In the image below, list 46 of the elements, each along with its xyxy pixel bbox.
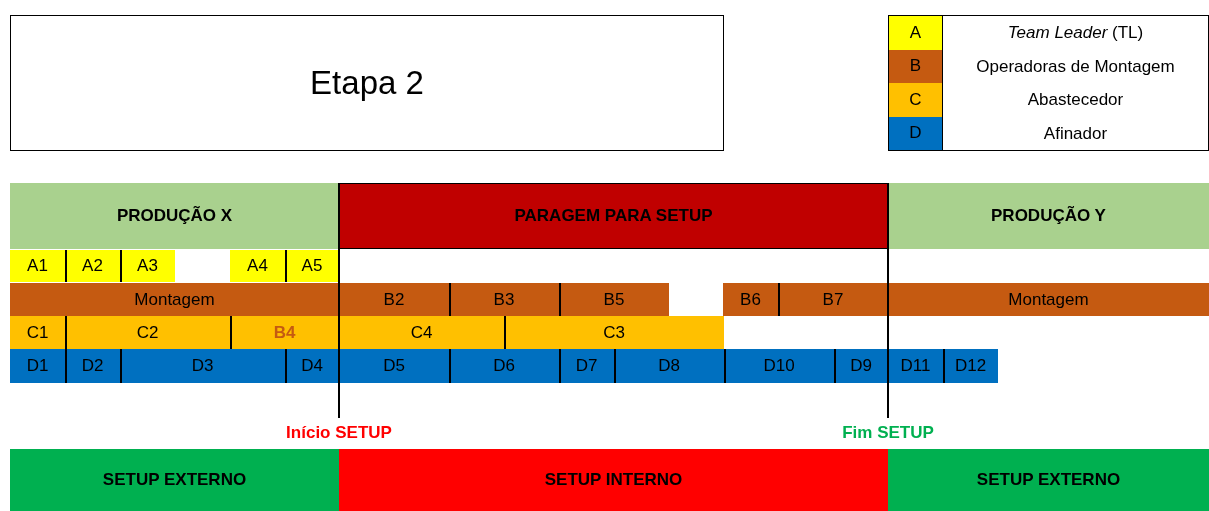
task-bar: C3 [504, 316, 724, 349]
phase-bar: PRODUÇÃO Y [888, 183, 1209, 249]
title: Etapa 2 [310, 64, 424, 102]
task-bar: D12 [943, 349, 998, 383]
task-bar: D4 [285, 349, 339, 383]
legend-swatch: B [889, 49, 943, 83]
task-bar: A2 [65, 250, 120, 282]
task-bar: A5 [285, 250, 339, 282]
phase-bar: PARAGEM PARA SETUP [339, 183, 888, 249]
task-bar: B7 [778, 283, 888, 316]
task-bar: B4 [230, 316, 339, 349]
setup-bar: SETUP EXTERNO [10, 449, 339, 511]
milestone-label: Início SETUP [286, 423, 392, 443]
task-bar: B2 [339, 283, 449, 316]
task-bar: B6 [723, 283, 778, 316]
setup-bar: SETUP EXTERNO [888, 449, 1209, 511]
task-bar: C1 [10, 316, 65, 349]
task-bar: D7 [559, 349, 614, 383]
legend-text: Afinador [1042, 122, 1109, 145]
task-bar: Montagem [10, 283, 339, 316]
legend-text: Operadoras de Montagem [975, 55, 1176, 78]
task-bar: D9 [834, 349, 888, 383]
task-bar: C2 [65, 316, 230, 349]
setup-bar: SETUP INTERNO [339, 449, 888, 511]
task-bar: A1 [10, 250, 65, 282]
legend-text: Abastecedor [1026, 89, 1125, 111]
task-bar: D10 [724, 349, 834, 383]
task-bar: D1 [10, 349, 65, 383]
task-bar: A3 [120, 250, 175, 282]
task-bar: C4 [339, 316, 504, 349]
task-bar: B5 [559, 283, 669, 316]
task-bar: D2 [65, 349, 120, 383]
task-bar: D5 [339, 349, 449, 383]
legend-text: Team Leader (TL) [1006, 22, 1145, 44]
task-bar: A4 [230, 250, 285, 282]
task-bar: D8 [614, 349, 724, 383]
legend-swatch: A [889, 16, 943, 50]
task-bar: Montagem [888, 283, 1209, 316]
task-bar: D3 [120, 349, 285, 383]
task-bar: B3 [449, 283, 559, 316]
phase-bar: PRODUÇÃO X [10, 183, 339, 249]
task-bar: D11 [888, 349, 943, 383]
task-bar: D6 [449, 349, 559, 383]
legend-swatch: D [889, 116, 943, 150]
milestone-label: Fim SETUP [842, 423, 934, 443]
legend-swatch: C [889, 83, 943, 117]
